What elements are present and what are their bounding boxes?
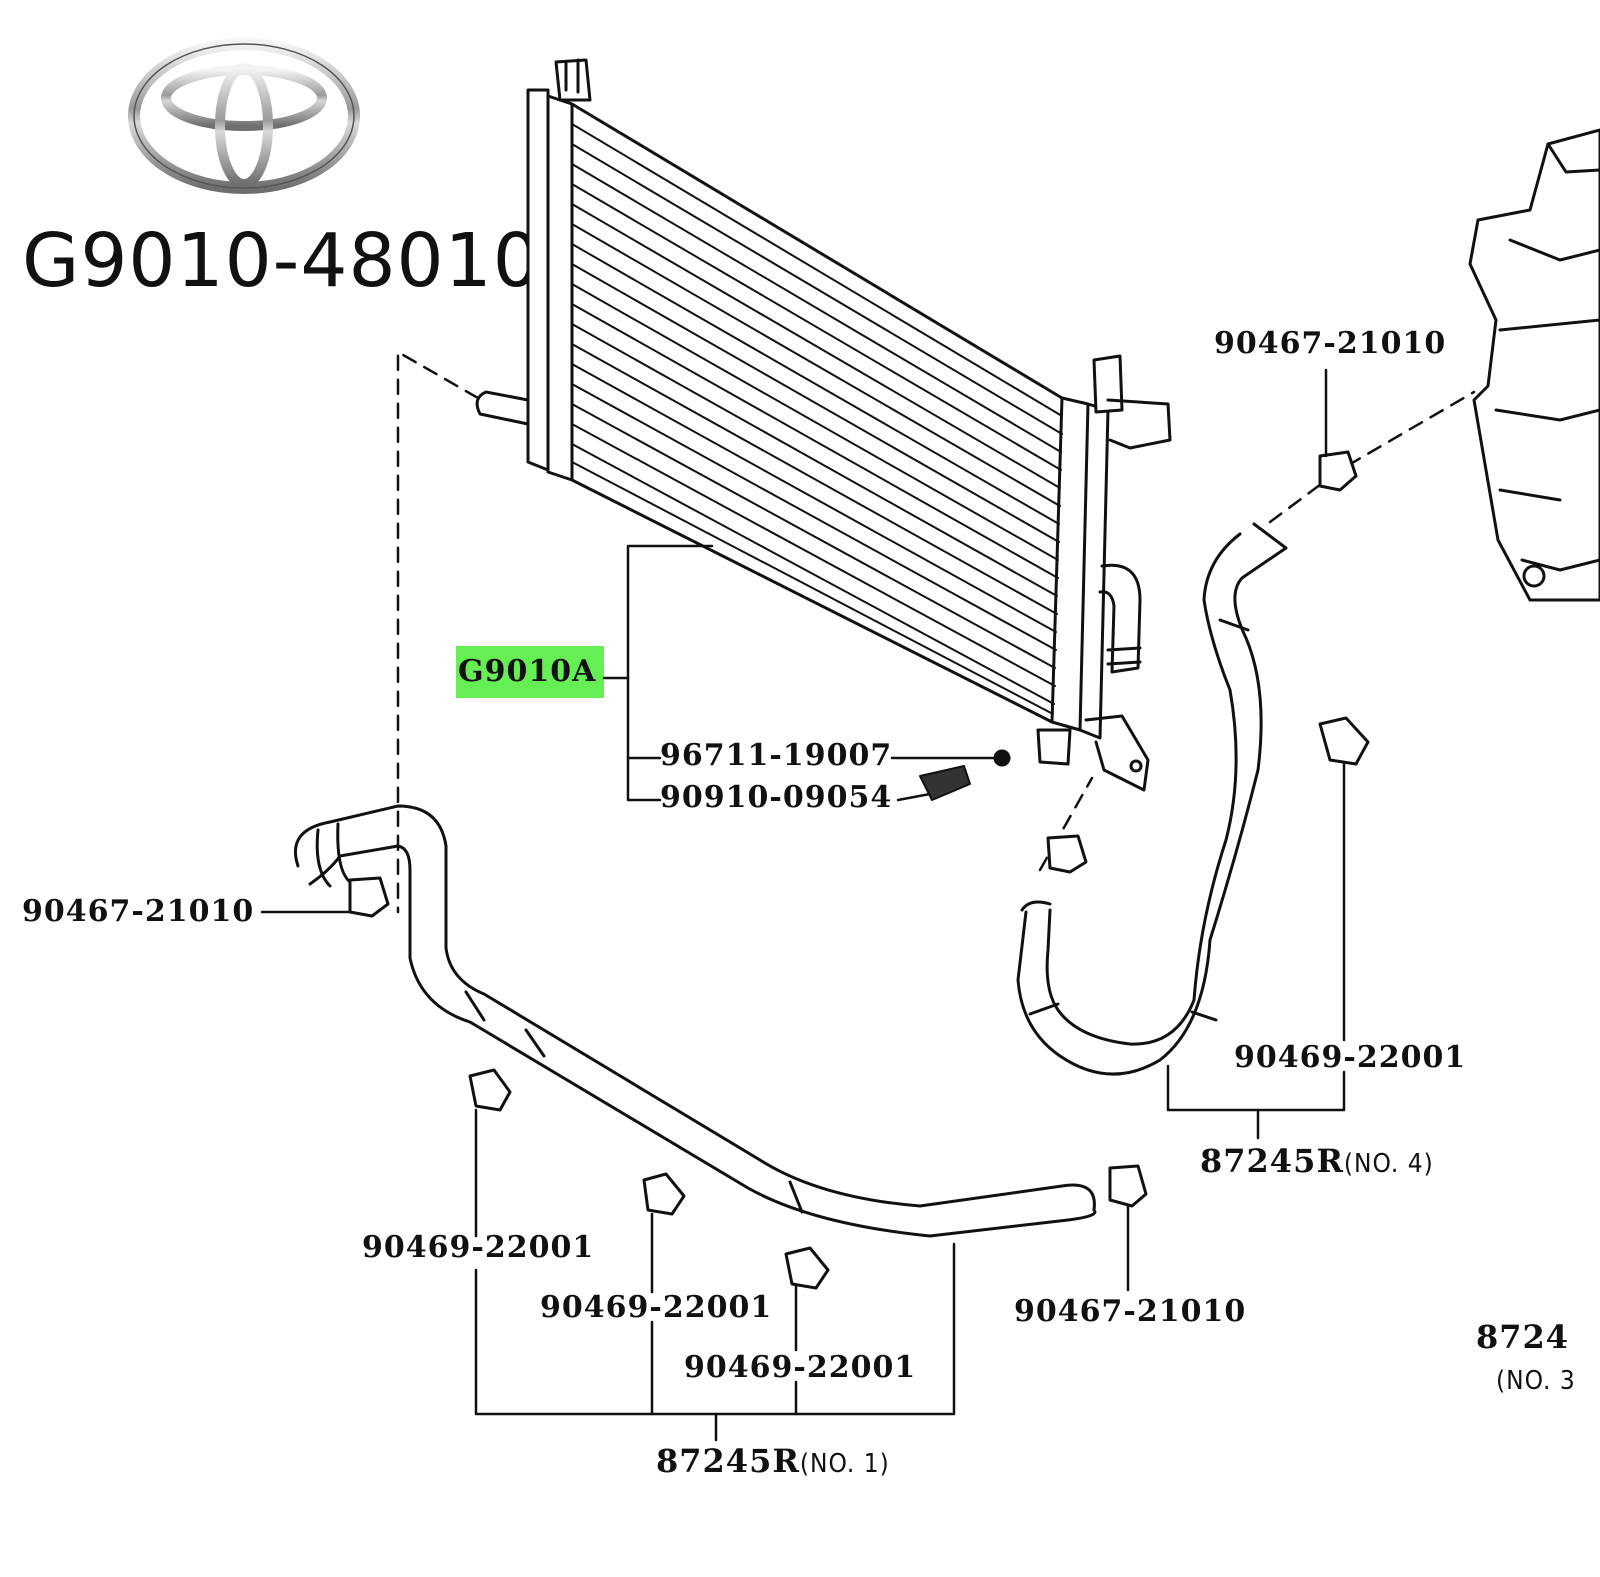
clamp-icons (348, 450, 1358, 1208)
hose-no4-suffix: (NO. 4) (1343, 1149, 1434, 1179)
radiator (475, 58, 1172, 792)
hose-no1-part: 87245R (656, 1442, 800, 1480)
callout-drain-cock-plug: 96711-19007 (660, 738, 893, 773)
clip-icons (468, 716, 1370, 1290)
callout-clamp-top-right: 90467-21010 (1214, 326, 1447, 361)
callout-hose-no4: 87245R(NO. 4) (1200, 1142, 1434, 1180)
callout-hose-no1: 87245R(NO. 1) (656, 1442, 890, 1480)
callout-clip-3: 90469-22001 (684, 1350, 917, 1385)
callout-clip-1: 90469-22001 (362, 1230, 595, 1265)
hose-no4 (1016, 522, 1288, 1076)
callout-main-assembly: G9010A (458, 654, 597, 689)
callout-clip-2: 90469-22001 (540, 1290, 773, 1325)
callout-clamp-left: 90467-21010 (22, 894, 255, 929)
callout-clip-right: 90469-22001 (1234, 1040, 1467, 1075)
toyota-logo-icon (128, 38, 360, 194)
callout-drain-cock: 90910-09054 (660, 780, 893, 815)
page-title: G9010-48010 (22, 218, 541, 304)
hose-no1-suffix: (NO. 1) (799, 1449, 890, 1479)
callout-hose-cut-part: 8724 (1476, 1318, 1570, 1356)
engine-block (1468, 128, 1600, 602)
hose-no4-part: 87245R (1200, 1142, 1344, 1180)
callout-hose-cut-suffix: (NO. 3 (1496, 1366, 1576, 1396)
hose-no1 (293, 804, 1097, 1238)
highlight-marker (456, 646, 604, 698)
callout-clamp-bottom: 90467-21010 (1014, 1294, 1247, 1329)
